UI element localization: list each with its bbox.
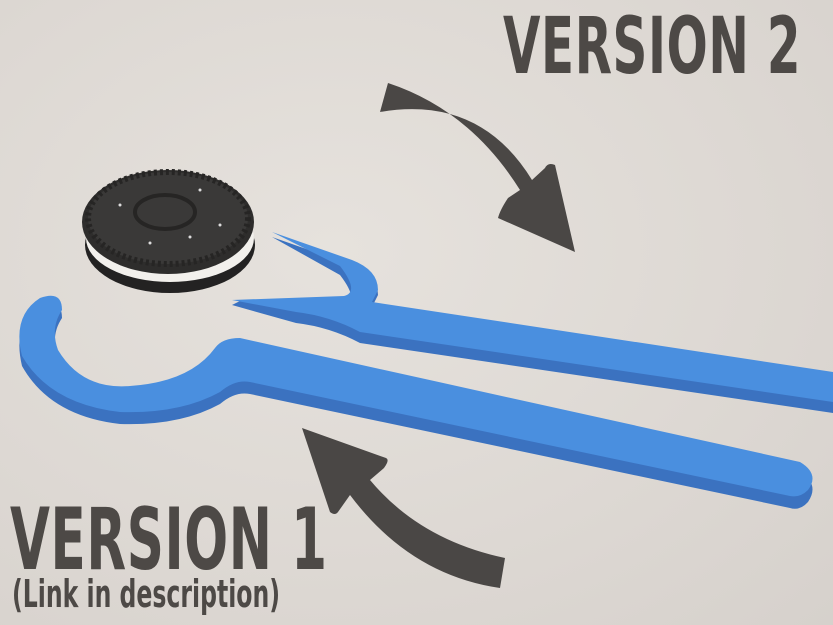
oreo-cookie — [82, 169, 255, 293]
version-1-title: VERSION 1 — [10, 490, 328, 590]
version-1-tool — [19, 295, 813, 509]
arrow-up-left-icon — [302, 428, 505, 588]
version-2-tool — [232, 232, 833, 413]
version-2-title: VERSION 2 — [503, 2, 802, 92]
version-1-link-note: (Link in description) — [12, 572, 281, 616]
arrow-down-right-icon — [380, 83, 575, 252]
